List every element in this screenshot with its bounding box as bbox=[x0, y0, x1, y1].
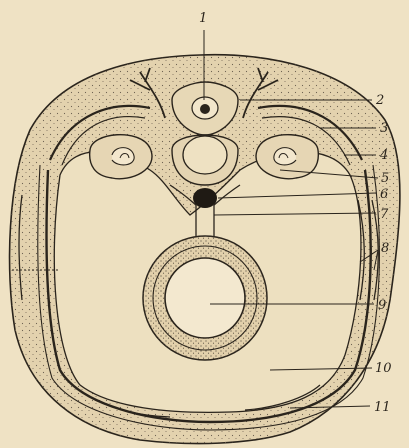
nephros-left bbox=[90, 135, 152, 179]
label-3: 3 bbox=[380, 121, 388, 136]
label-8: 8 bbox=[381, 241, 389, 256]
label-7: 7 bbox=[380, 207, 389, 222]
label-4: 4 bbox=[379, 148, 388, 163]
label-10: 10 bbox=[375, 361, 392, 376]
label-6: 6 bbox=[380, 187, 388, 202]
label-2: 2 bbox=[375, 93, 384, 108]
label-9: 9 bbox=[378, 298, 386, 313]
label-5: 5 bbox=[381, 171, 389, 186]
gut-lumen bbox=[165, 258, 245, 338]
label-11: 11 bbox=[374, 400, 391, 415]
label-1: 1 bbox=[199, 11, 207, 26]
